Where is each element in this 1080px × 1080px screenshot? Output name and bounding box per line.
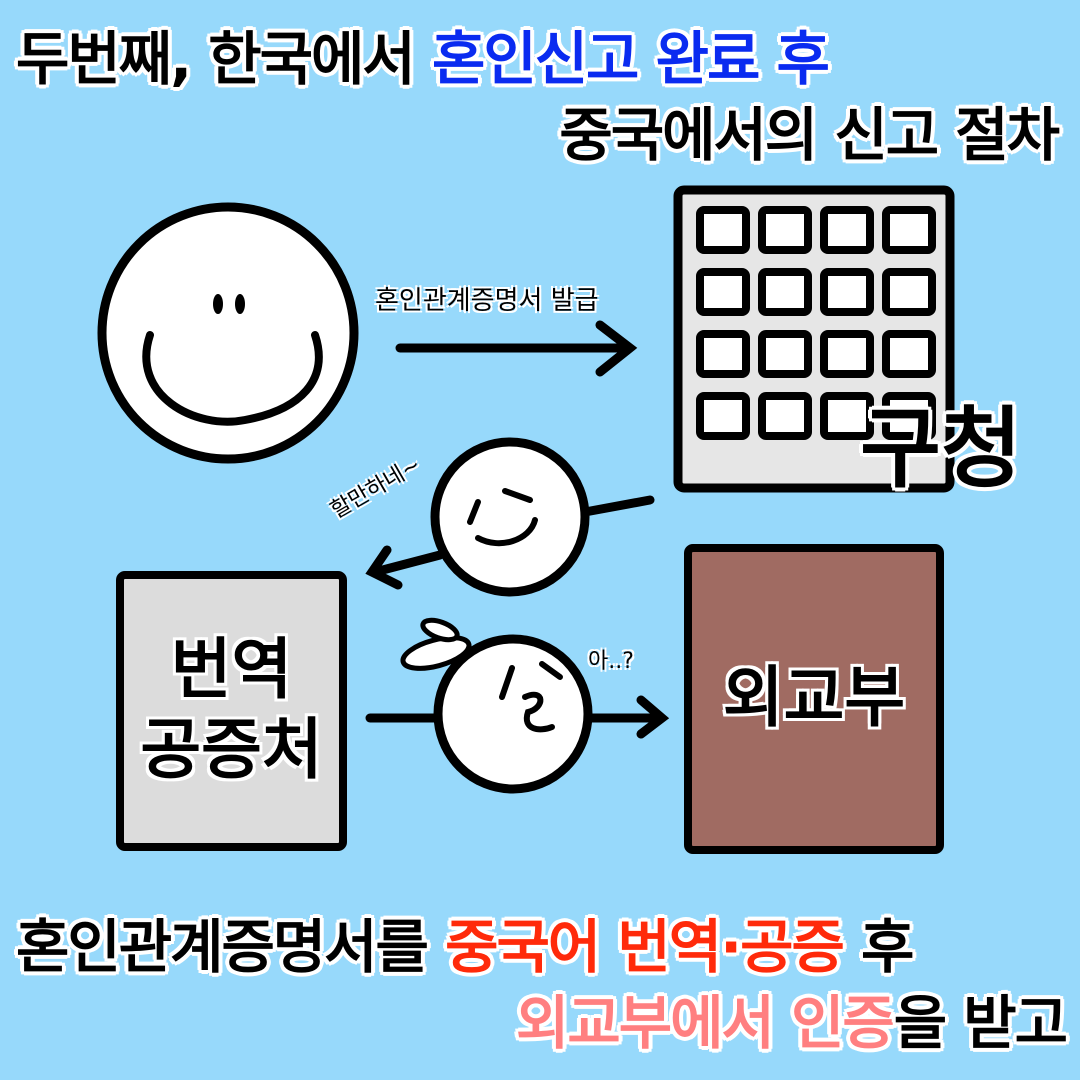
bottom-line1-end: 후 <box>842 913 914 981</box>
walking-face-confused <box>365 617 670 794</box>
big-smiley-face <box>97 202 359 464</box>
building-window <box>882 206 936 254</box>
building-window <box>882 330 936 378</box>
building-window <box>696 268 750 316</box>
building-window <box>882 392 936 440</box>
title-line1-text: 두번째, 한국에서 <box>16 25 432 93</box>
building-window <box>758 268 812 316</box>
bottom-line1-text: 혼인관계증명서를 <box>16 913 446 981</box>
translation-office-box <box>116 571 347 851</box>
district-office-building <box>673 185 955 493</box>
district-office-label: 구청 <box>860 397 1022 500</box>
translation-office-line2: 공증처 <box>140 711 323 788</box>
bottom-line1: 혼인관계증명서를 중국어 번역·공증 후 <box>16 900 914 984</box>
building-window <box>820 206 874 254</box>
building-window <box>820 268 874 316</box>
building-window <box>758 330 812 378</box>
arrow-to-district-office <box>395 320 638 377</box>
bottom-highlight-red: 중국어 번역·공증 <box>445 913 845 981</box>
title-highlight: 혼인신고 완료 후 <box>431 25 830 93</box>
foreign-ministry-box <box>684 544 944 854</box>
translation-office-line1: 번역 <box>170 631 293 708</box>
title-line2: 중국에서의 신고 절차 <box>559 101 1060 169</box>
arrow-label-certificate: 혼인관계증명서 발급 <box>375 286 599 316</box>
building-window <box>820 392 874 440</box>
building-window <box>758 392 812 440</box>
building-window <box>820 330 874 378</box>
bottom-line2: 외교부에서 인증을 받고 <box>516 976 1068 1060</box>
building-window <box>696 330 750 378</box>
bottom-line2-end: 을 받고 <box>893 989 1068 1057</box>
foreign-ministry-label: 외교부 <box>722 659 906 736</box>
building-window <box>882 268 936 316</box>
title-line1: 두번째, 한국에서 혼인신고 완료 후 <box>16 12 830 96</box>
bottom-highlight-pink: 외교부에서 인증 <box>516 989 896 1057</box>
building-window <box>696 392 750 440</box>
speech-confused: 아..? <box>588 649 634 674</box>
building-window <box>696 206 750 254</box>
building-window <box>758 206 812 254</box>
translation-office-label: 번역 공증처 <box>120 630 343 790</box>
walking-face-happy <box>365 437 655 597</box>
